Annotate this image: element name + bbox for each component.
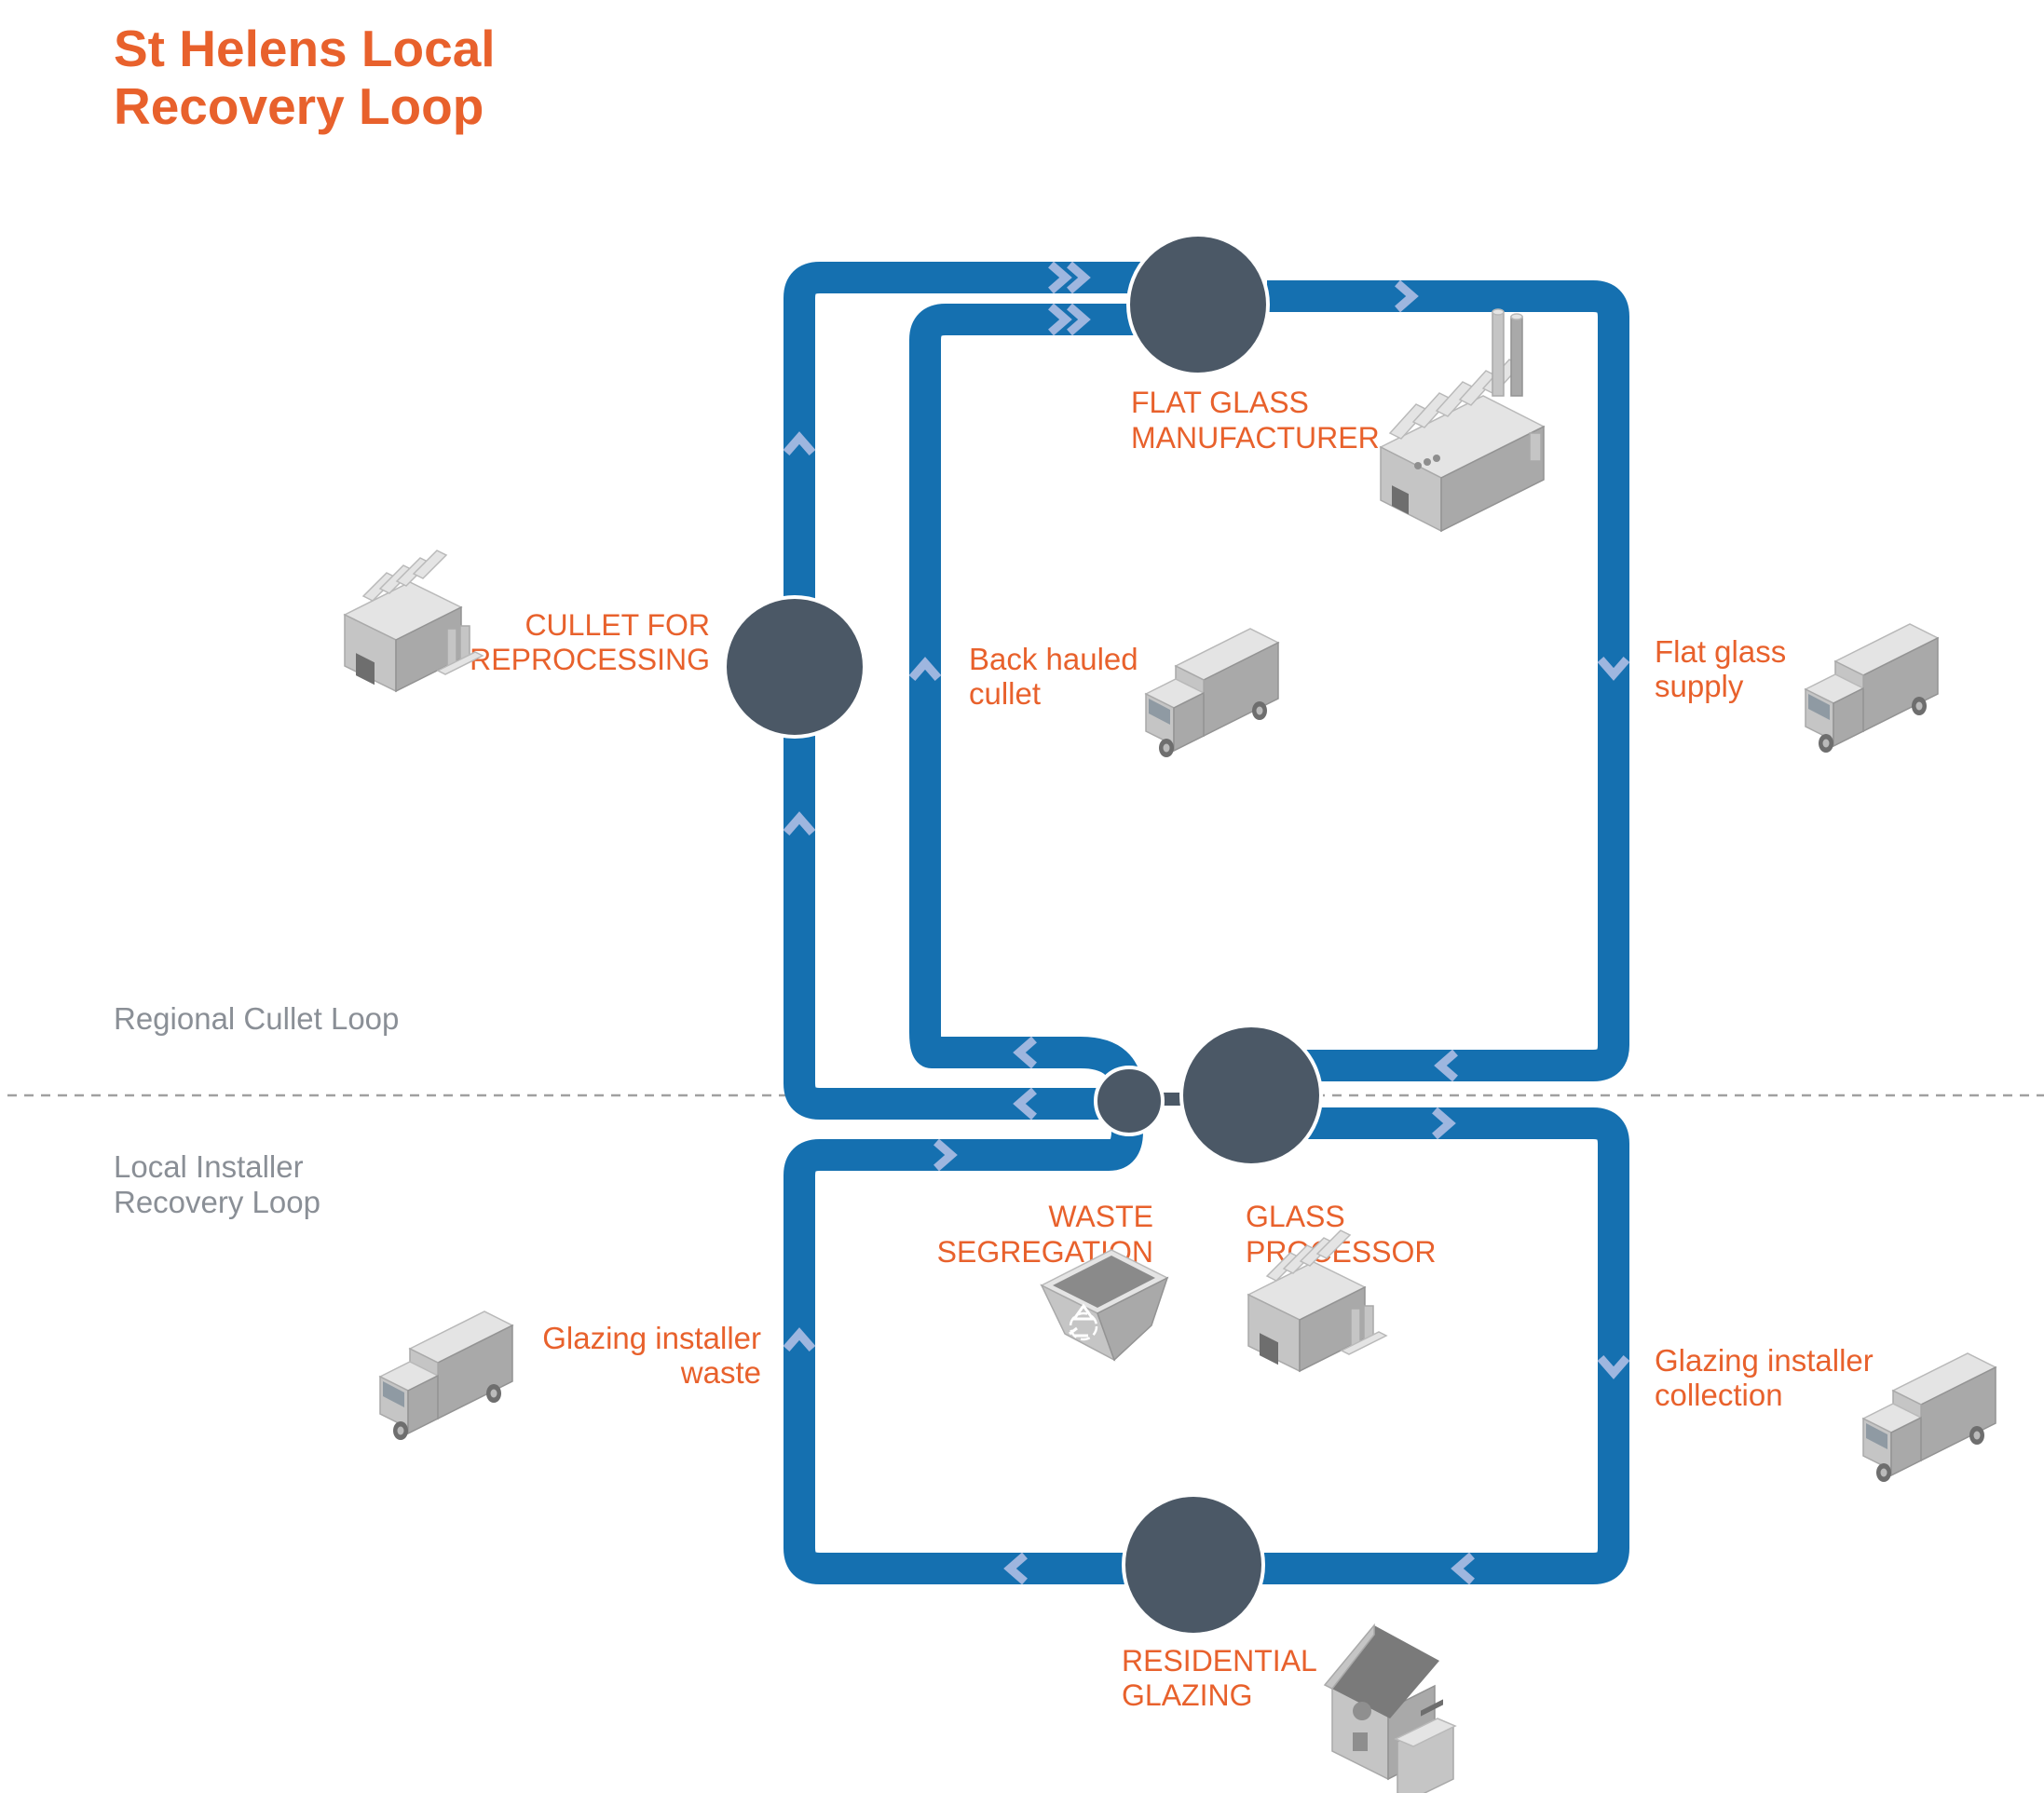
- page-title-line1: St Helens Local: [114, 20, 496, 77]
- label-flat-glass-manufacturer-line1: FLAT GLASS: [1131, 386, 1309, 419]
- label-back-hauled-cullet-line1: Back hauled: [969, 642, 1138, 676]
- label-cullet-reprocessing-line1: CULLET FOR: [525, 608, 710, 642]
- label-glazing-installer-waste-line1: Glazing installer: [542, 1321, 761, 1355]
- label-cullet-reprocessing-line2: REPROCESSING: [470, 643, 710, 676]
- chevron-up-icon: [783, 431, 816, 455]
- page-title-line2: Recovery Loop: [114, 77, 484, 135]
- local-loop-label-line2: Recovery Loop: [114, 1185, 320, 1219]
- node-waste-segregation: [1094, 1066, 1165, 1136]
- chevron-left-icon: [1451, 1552, 1475, 1585]
- chevron-down-icon: [1597, 657, 1630, 681]
- label-residential-glazing-line1: RESIDENTIAL: [1122, 1644, 1317, 1678]
- chevron-right-icon: [1395, 279, 1419, 313]
- chevron-left-icon: [1003, 1552, 1028, 1585]
- factory-icon: [1380, 308, 1545, 532]
- chevron-up-icon: [783, 1327, 816, 1352]
- node-cullet-reprocessing: [723, 595, 866, 739]
- label-flat-glass-supply-line1: Flat glass: [1655, 634, 1786, 669]
- chevron-left-icon: [1013, 1087, 1037, 1121]
- label-back-hauled-cullet-line2: cullet: [969, 676, 1041, 711]
- chevron-right-icon: [1067, 303, 1091, 336]
- chevron-left-icon: [1013, 1036, 1037, 1069]
- chevron-up-icon: [908, 657, 942, 681]
- node-glass-processor: [1179, 1024, 1323, 1167]
- label-glazing-installer-collection-line2: collection: [1655, 1378, 1783, 1412]
- pipe-flat-glass-supply: [1267, 280, 1629, 1081]
- pipe-inner-regional: [909, 304, 1155, 1095]
- chevron-right-icon: [1067, 261, 1091, 294]
- label-glazing-installer-collection-line1: Glazing installer: [1655, 1343, 1874, 1378]
- truck-icon-flat-glass-supply: [1805, 623, 1939, 754]
- reprocessing-plant-icon: [344, 550, 484, 692]
- label-waste-segregation-line1: WASTE: [1048, 1200, 1153, 1233]
- chevron-right-icon: [1048, 261, 1072, 294]
- house-icon: [1324, 1624, 1456, 1793]
- node-flat-glass-manufacturer: [1126, 233, 1270, 376]
- chevron-left-icon: [1434, 1049, 1458, 1082]
- regional-loop-label: Regional Cullet Loop: [114, 1001, 399, 1036]
- chevron-right-icon: [1048, 303, 1072, 336]
- label-glass-processor-line1: GLASS: [1246, 1200, 1345, 1233]
- chevron-down-icon: [1597, 1355, 1630, 1379]
- label-flat-glass-supply-line2: supply: [1655, 669, 1744, 703]
- chevron-right-icon: [933, 1138, 958, 1172]
- node-residential-glazing: [1122, 1493, 1265, 1637]
- label-residential-glazing-line2: GLAZING: [1122, 1678, 1252, 1712]
- pipe-local-loop: [784, 1107, 1629, 1584]
- chevron-up-icon: [783, 811, 816, 835]
- chevron-right-icon: [1432, 1107, 1456, 1140]
- flow-chevrons: [783, 261, 1630, 1585]
- label-flat-glass-manufacturer-line2: MANUFACTURER: [1131, 421, 1380, 455]
- truck-icon-installer-collection: [1862, 1352, 1996, 1483]
- truck-icon-installer-waste: [379, 1311, 513, 1441]
- local-loop-label-line1: Local Installer: [114, 1149, 304, 1184]
- label-glazing-installer-waste-line2: waste: [680, 1355, 761, 1390]
- truck-icon-back-hauled: [1145, 628, 1279, 758]
